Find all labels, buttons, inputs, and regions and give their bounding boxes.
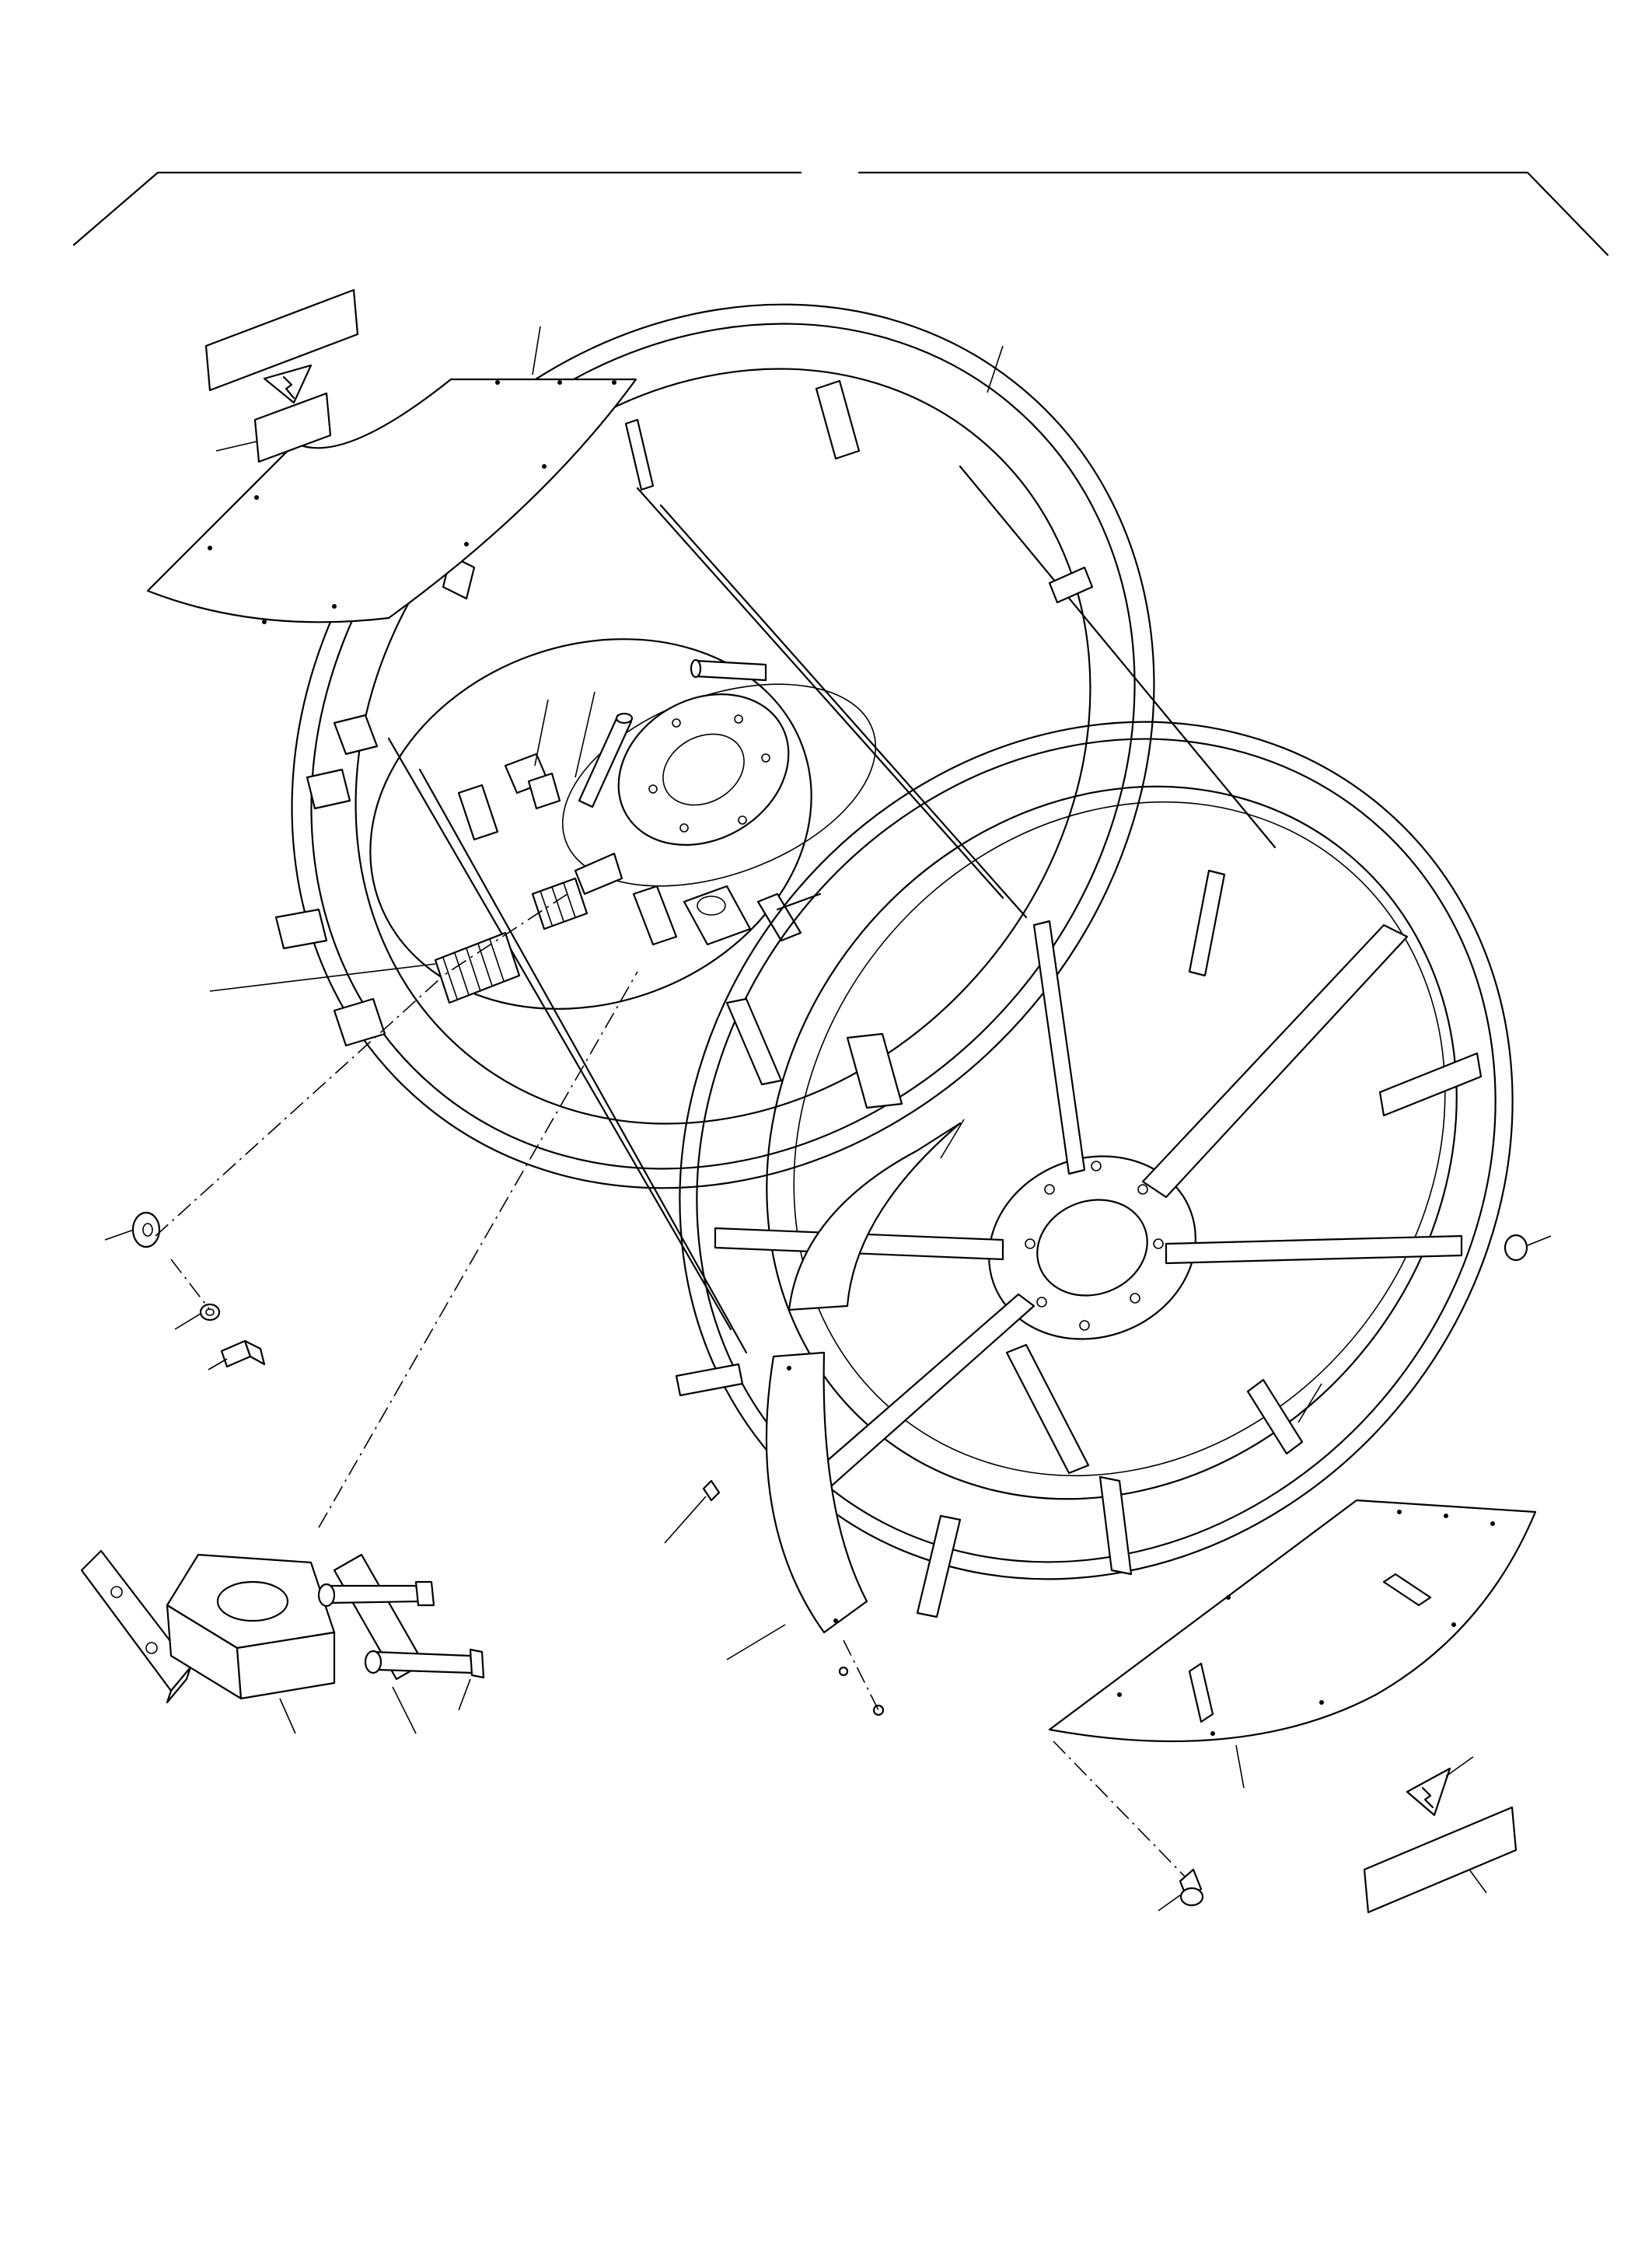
front-segment-plate-lower xyxy=(765,1351,868,1634)
title-frame xyxy=(72,171,1609,257)
high-voltage-warning-icon xyxy=(263,364,313,404)
bolt xyxy=(220,1339,266,1368)
grommet-right xyxy=(1504,1234,1528,1262)
callout-leaders xyxy=(104,326,1552,1912)
back-hub-flange xyxy=(617,693,790,846)
washer xyxy=(199,1303,221,1322)
high-voltage-warning-icon xyxy=(1406,1767,1451,1817)
label-plate-small-top-left xyxy=(253,392,332,463)
back-rim-brackets xyxy=(274,379,1094,1047)
cover-plate-bottom-right xyxy=(1048,1499,1537,1743)
front-rim-brackets xyxy=(675,869,1483,1618)
spring-coils xyxy=(434,852,623,1004)
label-plate-bottom-right xyxy=(1363,1806,1518,1914)
assembly-centerlines xyxy=(155,893,1186,1878)
segment-fasteners xyxy=(702,1479,885,1716)
connector-assembly xyxy=(457,752,561,841)
front-segment-plate-upper xyxy=(788,1122,962,1311)
internal-pipes xyxy=(578,658,767,808)
front-hub-flange xyxy=(988,1155,1196,1340)
bushing xyxy=(131,1211,161,1248)
back-plate xyxy=(369,638,877,1010)
clamp-bolts xyxy=(317,1580,485,1679)
drum-barrel xyxy=(387,465,1277,1354)
cover-plate-top-left xyxy=(146,378,637,624)
mounting-block xyxy=(166,1553,336,1700)
label-plate-top-left xyxy=(204,288,359,392)
front-spokes xyxy=(714,920,1463,1494)
